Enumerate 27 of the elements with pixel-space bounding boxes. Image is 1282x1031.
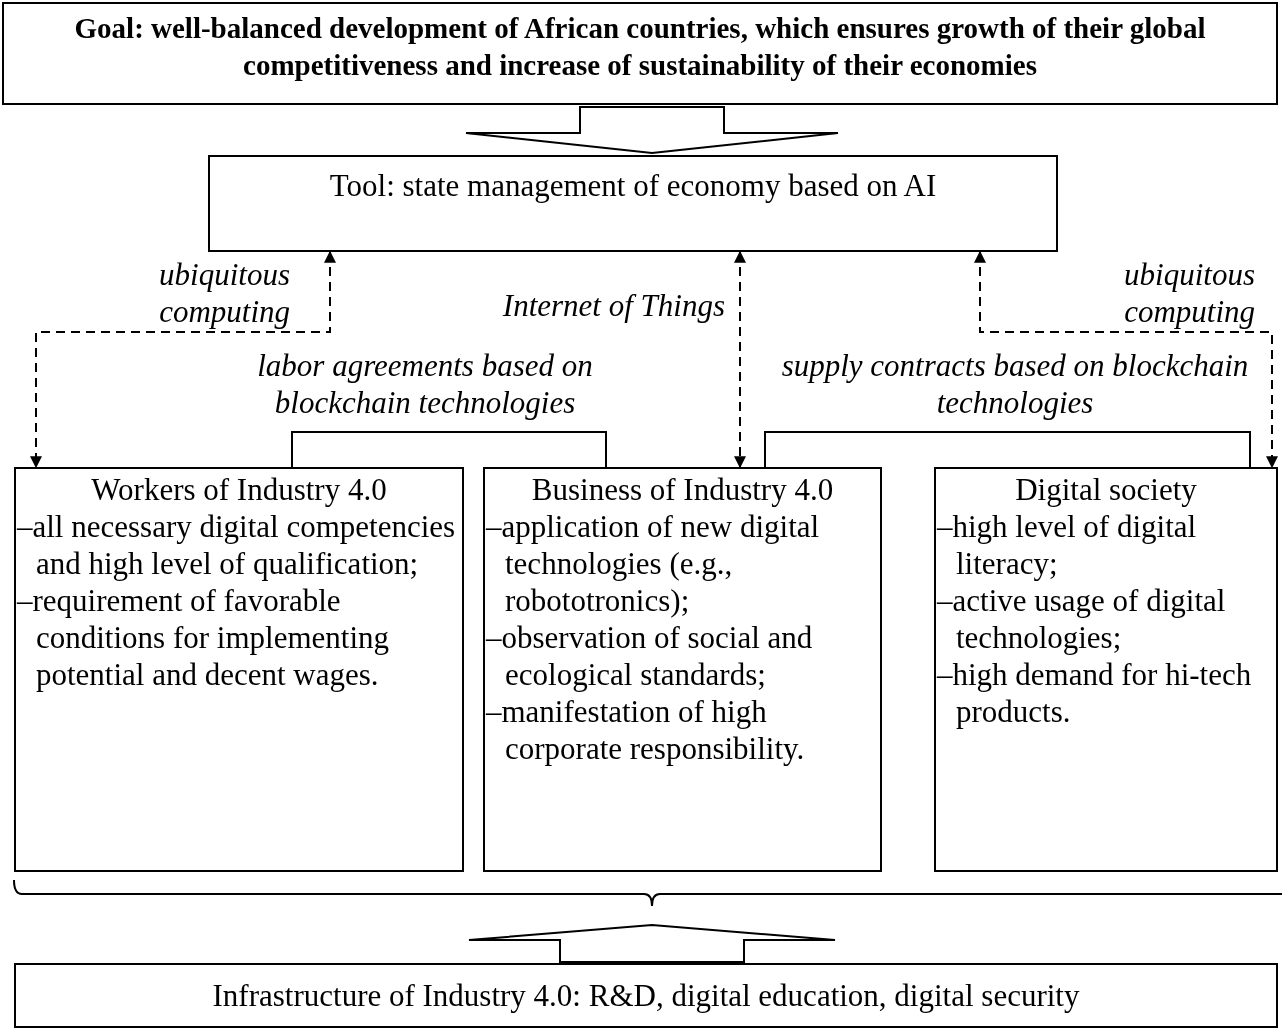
bullet-item: –active usage of digital technologies;	[936, 582, 1227, 656]
bullet-item: –manifestation of high corporate responsibility.	[485, 693, 806, 767]
bullet-item: –high demand for hi-tech products.	[936, 656, 1253, 730]
bullet-item: –high level of digital literacy;	[936, 508, 1198, 582]
bullet-item: –requirement of favorable conditions for implementing potential and decent wages.	[16, 582, 390, 693]
hollow-arrow	[465, 106, 839, 154]
box-text: Infrastructure of Industry 4.0: R&D, digital education, digital security	[211, 977, 1081, 1014]
goal-text: Goal: well-balanced development of African countries, which ensures growth of their global competitiveness and increase of sustainability of their economies	[73, 11, 1207, 83]
box-text: Tool: state management of economy based on AI	[328, 167, 938, 204]
bullet-item: –all necessary digital competencies and high level of qualification;	[16, 508, 457, 582]
bullet-item: –application of new digital technologies (e.g., robototronics);	[485, 508, 821, 619]
bracket-connector	[291, 431, 607, 468]
text-box	[2, 2, 1278, 105]
box-heading: Digital society	[1014, 471, 1198, 508]
dashed-arrow	[974, 250, 1278, 469]
bracket-connector	[764, 431, 1251, 468]
text-box	[934, 467, 1278, 872]
dashed-arrow	[734, 250, 746, 469]
text-box	[483, 467, 882, 872]
hollow-arrow	[468, 924, 836, 963]
box-heading: Business of Industry 4.0	[530, 471, 835, 508]
box-heading: Workers of Industry 4.0	[90, 471, 388, 508]
text-box	[14, 467, 464, 872]
text-box	[208, 155, 1058, 252]
text-box	[14, 963, 1278, 1028]
bullet-item: –observation of social and ecological standards;	[485, 619, 814, 693]
dashed-arrow	[30, 250, 336, 469]
